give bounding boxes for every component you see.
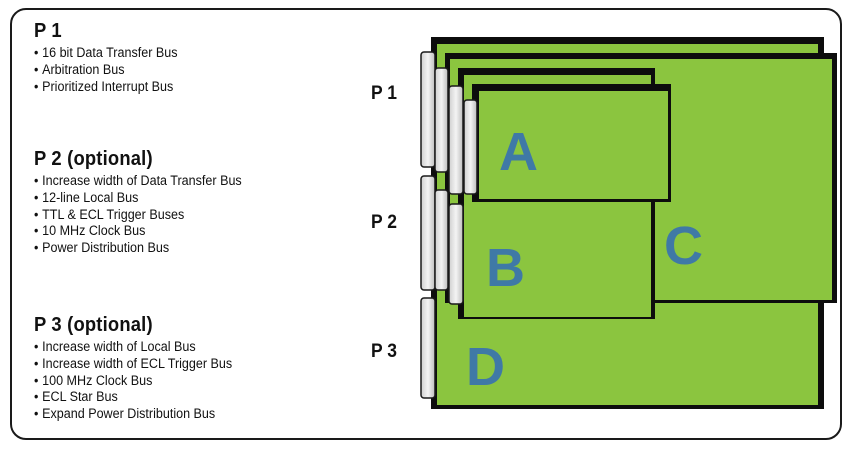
section-p2-heading: P 2 (optional) — [34, 148, 153, 170]
card-a — [463, 84, 671, 202]
connector-p2 — [448, 203, 464, 305]
list-item: TTL & ECL Trigger Buses — [34, 207, 242, 224]
list-item: Expand Power Distribution Bus — [34, 406, 232, 423]
section-p3-heading: P 3 (optional) — [34, 314, 153, 336]
connector-p1 — [448, 85, 464, 195]
list-item: 100 MHz Clock Bus — [34, 373, 232, 390]
connector-p3 — [420, 297, 436, 399]
connector-p2 — [420, 175, 436, 291]
list-item: Arbitration Bus — [34, 62, 178, 79]
section-p3-list: Increase width of Local Bus Increase wid… — [34, 339, 247, 423]
connector-label-p1: P 1 — [371, 83, 397, 104]
connector-p1 — [434, 67, 449, 173]
list-item: ECL Star Bus — [34, 389, 232, 406]
connector-p1 — [463, 99, 478, 195]
card-letter-c: C — [664, 216, 703, 276]
section-p3: P 3 (optional) Increase width of Local B… — [34, 314, 247, 423]
section-p1: P 1 16 bit Data Transfer Bus Arbitration… — [34, 20, 188, 95]
card-letter-d: D — [466, 337, 505, 397]
connector-label-p2: P 2 — [371, 212, 397, 233]
section-p1-list: 16 bit Data Transfer Bus Arbitration Bus… — [34, 45, 188, 95]
list-item: 10 MHz Clock Bus — [34, 223, 242, 240]
list-item: 12-line Local Bus — [34, 190, 242, 207]
card-letter-a: A — [499, 122, 538, 182]
list-item: Increase width of Local Bus — [34, 339, 232, 356]
list-item: Prioritized Interrupt Bus — [34, 79, 178, 96]
list-item: Power Distribution Bus — [34, 240, 242, 257]
card-letter-b: B — [486, 238, 525, 298]
section-p2: P 2 (optional) Increase width of Data Tr… — [34, 148, 257, 257]
connector-label-p3: P 3 — [371, 341, 397, 362]
section-p2-list: Increase width of Data Transfer Bus 12-l… — [34, 173, 257, 257]
diagram-frame — [10, 8, 842, 440]
connector-p2 — [434, 189, 449, 291]
list-item: Increase width of Data Transfer Bus — [34, 173, 242, 190]
connector-p1 — [420, 51, 436, 168]
list-item: Increase width of ECL Trigger Bus — [34, 356, 232, 373]
list-item: 16 bit Data Transfer Bus — [34, 45, 177, 62]
section-p1-heading: P 1 — [34, 20, 62, 42]
